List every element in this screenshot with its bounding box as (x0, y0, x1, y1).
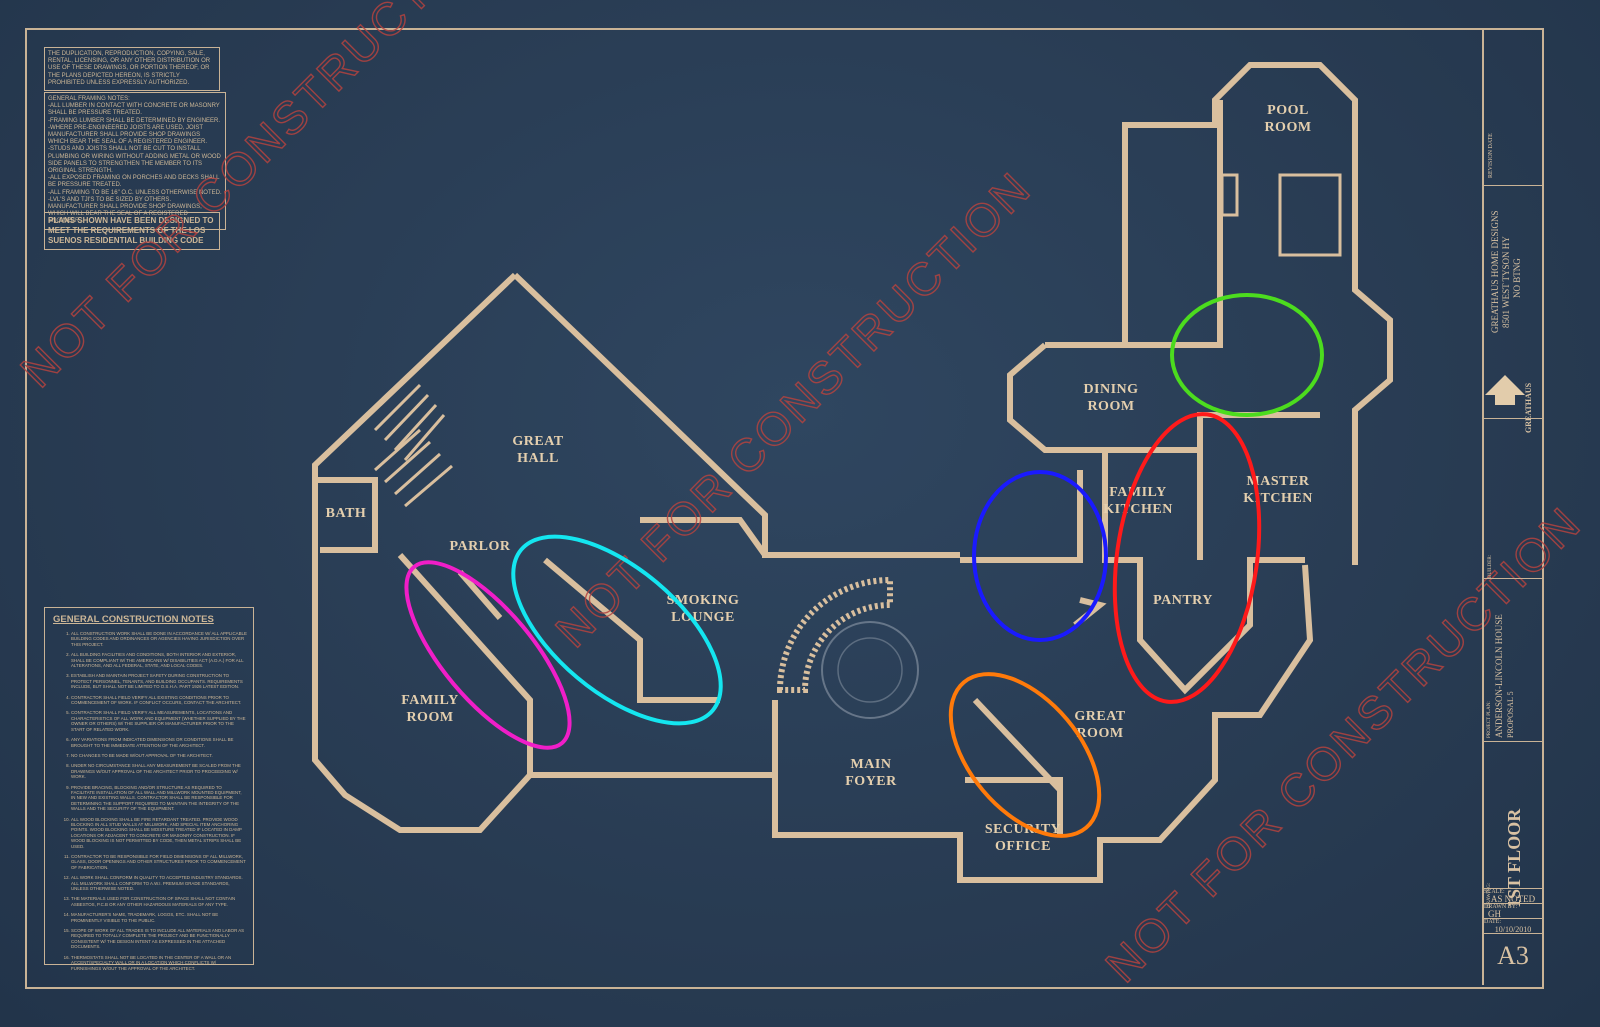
wall-security-office (965, 777, 1063, 835)
sheet-number: A3 (1497, 941, 1529, 970)
construction-note: ALL BUILDING FACILITIES AND CONDITIONS, … (71, 652, 247, 668)
general-construction-notes: GENERAL CONSTRUCTION NOTES ALL CONSTRUCT… (44, 607, 254, 971)
construction-note: ALL WORK SHALL CONFORM IN QUALITY TO ACC… (71, 875, 247, 891)
scale-label: SCALE: (1484, 889, 1505, 895)
pool-stairs (1278, 173, 1342, 257)
wall-smoking-lounge (543, 557, 720, 703)
watermark-2: NOT FOR CONSTRUCTION (545, 161, 1041, 657)
construction-note: UNDER NO CIRCUMSTANCE SHALL ANY MEASUREM… (71, 763, 247, 779)
wall-lounge-top (640, 517, 768, 557)
annotation-green-circle (1170, 293, 1324, 417)
pool-cabinet (1220, 173, 1239, 217)
project-label: PROJECT PLAN: (1487, 701, 1492, 738)
builder-label: BUILDER: (1488, 554, 1493, 578)
logo-text: GREATHAUS (1524, 382, 1533, 433)
framing-note: -LVL'S AND TJI'S TO BE SIZED BY OTHERS. (48, 196, 172, 203)
framing-note: -ALL FRAMING TO BE 16" O.C. UNLESS OTHER… (48, 189, 222, 196)
room-pantry: PANTRY (1153, 593, 1213, 608)
framing-note: -ALL EXPOSED FRAMING ON PORCHES AND DECK… (48, 175, 220, 189)
firm-name: GREATHAUS HOME DESIGNS (1490, 210, 1500, 333)
framing-note: -STUDS AND JOISTS SHALL NOT BE CUT TO IN… (48, 146, 221, 175)
wall-bath (315, 477, 378, 553)
curved-staircase (776, 576, 893, 693)
annotations (404, 293, 1324, 838)
wall-pool-room (1045, 62, 1393, 565)
drawn-by-label: DRAWN BY: (1484, 904, 1518, 910)
wall-parlor-partition (457, 570, 503, 620)
construction-note: ANY VARIATIONS FROM INDICATED DIMENSIONS… (71, 737, 247, 748)
greathaus-logo-icon (1485, 375, 1525, 405)
framing-note: -ALL LUMBER IN CONTACT WITH CONCRETE OR … (48, 103, 220, 117)
copyright-notice: THE DUPLICATION, REPRODUCTION, COPYING, … (44, 47, 220, 92)
room-bath: BATH (326, 506, 367, 521)
drawn-by-value: GH (1484, 910, 1542, 919)
foyer-medallion-inner (837, 637, 903, 703)
construction-note: THERMOSTATS SHALL NOT BE LOCATED IN THE … (71, 955, 247, 971)
wall-left-wing (312, 272, 775, 833)
framing-note: -FRAMING LUMBER SHALL BE DETERMINED BY E… (48, 117, 221, 124)
framing-notes: GENERAL FRAMING NOTES: -ALL LUMBER IN CO… (44, 92, 226, 230)
wall-great-hall-east (512, 272, 960, 558)
sheet-border (25, 28, 1544, 989)
date-label: DATE: (1484, 919, 1501, 925)
firm-extra: NO BTNG (1512, 258, 1522, 298)
date-value: 10/10/2010 (1484, 926, 1542, 934)
framing-notes-title: GENERAL FRAMING NOTES: (48, 96, 130, 102)
great-hall-stairs (373, 383, 453, 508)
framing-note: -WHERE PRE-ENGINEERED JOISTS ARE USED, J… (48, 124, 208, 146)
wall-security-diagonal (972, 697, 1063, 793)
proposal: PROPOSAL 5 (1506, 691, 1515, 738)
construction-note: SCOPE OF WORK OF ALL TRADES IS TO INCLUD… (71, 928, 247, 950)
firm-address: 8501 WEST TYSON HY (1501, 236, 1511, 328)
title-block: REVISION DATE GREATHAUS HOME DESIGNS 850… (1482, 28, 1542, 985)
construction-note: ESTABLISH AND MAINTAIN PROJECT SAFETY DU… (71, 673, 247, 689)
construction-note: ALL WOOD BLOCKING SHALL BE FIRE RETARDAN… (71, 817, 247, 849)
construction-note: PROVIDE BRACING, BLOCKING AND/OR STRUCTU… (71, 785, 247, 812)
construction-note: THE MATERIALS USED FOR CONSTRUCTION OF S… (71, 896, 247, 907)
code-notice: PLANS SHOWN HAVE BEEN DESIGNED TO MEET T… (44, 212, 220, 250)
annotation-orange-circle (948, 672, 1102, 838)
framing-note: MANUFACTURER SHALL PROVIDE SHOP DRAWINGS… (48, 204, 202, 225)
room-parlor: PARLOR (449, 539, 510, 554)
construction-notes-title: GENERAL CONSTRUCTION NOTES (53, 614, 214, 625)
construction-note: CONTRACTOR SHALL FIELD VERIFY ALL MEASUR… (71, 710, 247, 732)
foyer-medallion (821, 621, 919, 719)
annotation-red-circle (1112, 412, 1262, 704)
wall-family-room (397, 552, 533, 775)
watermark-1: NOT FOR CONSTRUCTION (10, 0, 506, 397)
scale-value: AS NOTED (1484, 895, 1542, 904)
construction-note: NO CHANGES TO BE MADE W/OUT APPROVAL OF … (71, 753, 247, 758)
construction-note: MANUFACTURER'S NAME, TRADEMARK, LOGOS, E… (71, 912, 247, 923)
wall-pantry (1102, 450, 1305, 695)
annotation-magenta-circle (404, 560, 572, 750)
construction-note: ALL CONSTRUCTION WORK SHALL BE DONE IN A… (71, 631, 247, 647)
annotation-cyan-circle (511, 534, 723, 726)
construction-note: CONTRACTOR SHALL FIELD VERIFY ALL EXISTI… (71, 695, 247, 706)
construction-note: CONTRACTOR TO BE RESPONSIBLE FOR FIELD D… (71, 854, 247, 870)
wall-family-kitchen-west (960, 470, 1083, 563)
annotation-blue-circle (972, 470, 1108, 642)
project-name: ANDERSON-LINCOLN HOUSE (1494, 614, 1504, 738)
wall-foyer-great-room (772, 564, 1314, 883)
revision-date-label: REVISION DATE (1488, 133, 1494, 178)
wall-pool-divider (1125, 100, 1223, 348)
